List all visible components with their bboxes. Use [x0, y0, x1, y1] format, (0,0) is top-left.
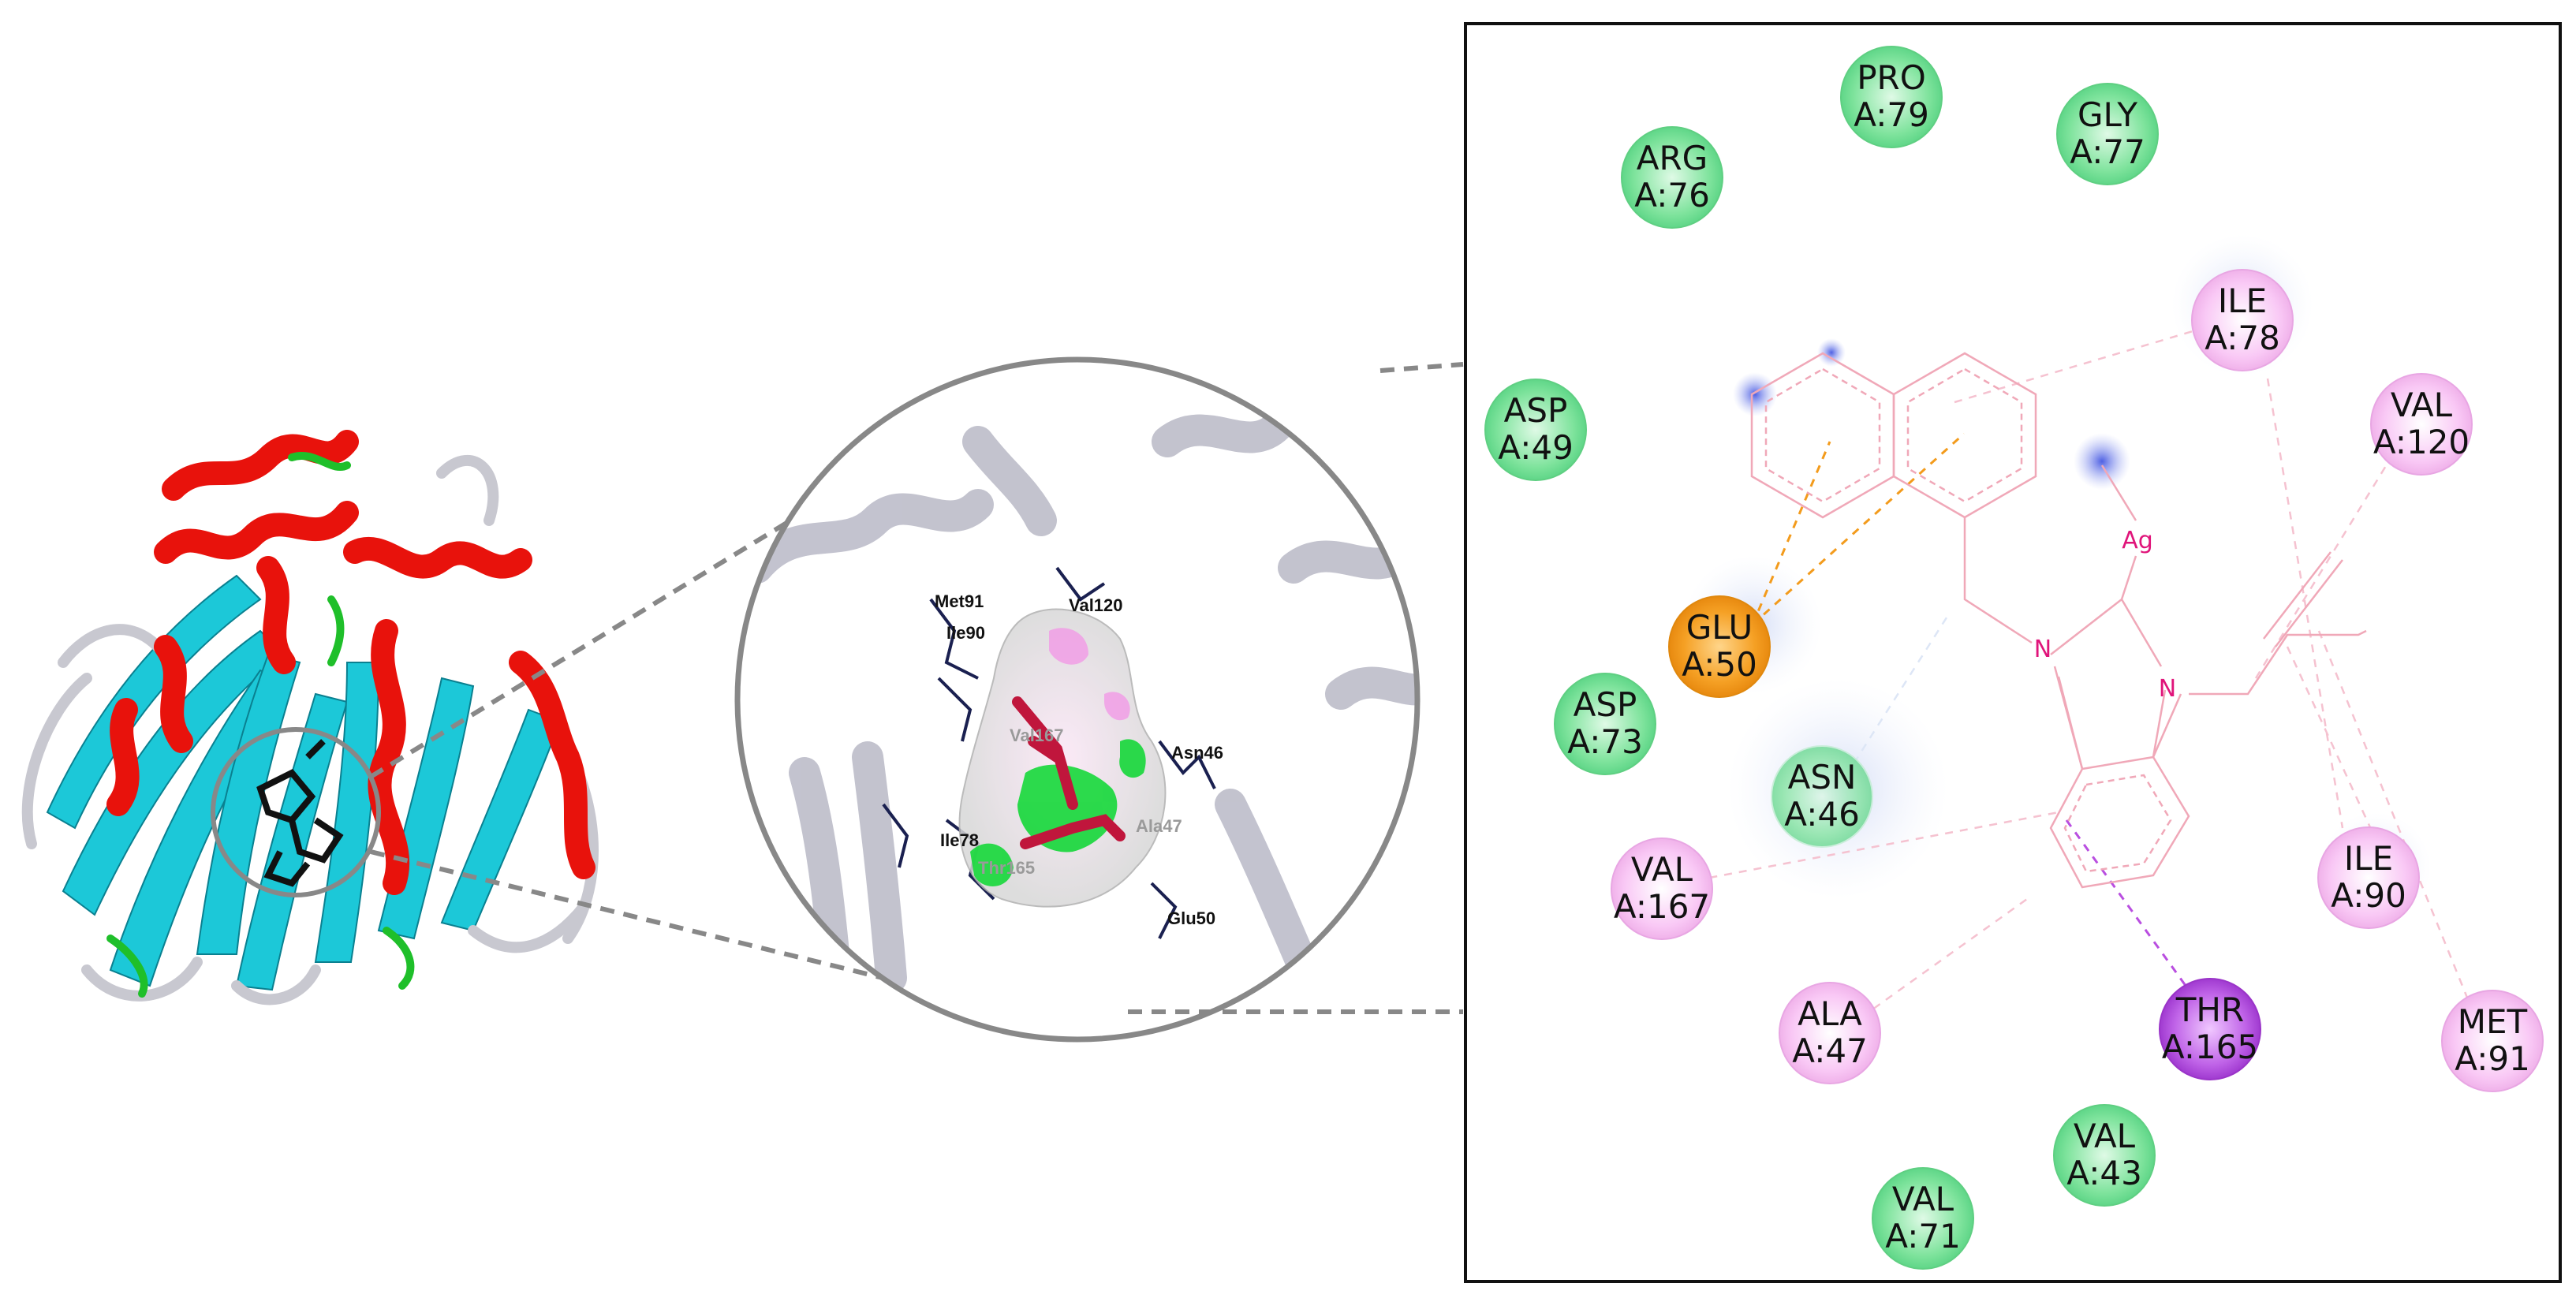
- svg-text:ASP: ASP: [1504, 391, 1568, 430]
- turns: [106, 452, 415, 998]
- svg-text:A:50: A:50: [1682, 645, 1757, 684]
- svg-text:ARG: ARG: [1637, 139, 1708, 177]
- pocket-label-ile90: Ile90: [946, 623, 985, 643]
- pocket-zoom: Met91 Ile90 Val120 Val167 Asn46 Ile78 Th…: [734, 356, 1421, 1043]
- svg-text:A:90: A:90: [2331, 876, 2406, 915]
- pocket-label-met91: Met91: [935, 591, 984, 611]
- residue-val43: VAL A:43: [2053, 1104, 2156, 1207]
- svg-text:THR: THR: [2175, 990, 2244, 1029]
- svg-text:A:43: A:43: [2066, 1154, 2142, 1192]
- svg-text:VAL: VAL: [1631, 850, 1693, 889]
- residue-val71: VAL A:71: [1872, 1167, 1974, 1270]
- svg-text:A:73: A:73: [1567, 722, 1643, 761]
- svg-text:A:91: A:91: [2455, 1039, 2530, 1078]
- residue-asp49: ASP A:49: [1484, 379, 1587, 481]
- svg-text:A:49: A:49: [1498, 428, 1574, 467]
- svg-text:A:46: A:46: [1784, 795, 1860, 834]
- residue-ile78: ILE A:78: [2191, 269, 2294, 371]
- pocket-label-val120: Val120: [1069, 595, 1123, 615]
- svg-text:A:47: A:47: [1792, 1032, 1868, 1070]
- svg-text:ASP: ASP: [1574, 685, 1637, 724]
- svg-text:A:71: A:71: [1885, 1217, 1961, 1255]
- binding-site-circle: [211, 727, 381, 897]
- residue-thr165: THR A:165: [2159, 978, 2261, 1080]
- residue-glu50: GLU A:50: [1668, 595, 1771, 698]
- svg-text:VAL: VAL: [1892, 1180, 1954, 1218]
- atom-label-nitrogen-1: N: [2034, 636, 2051, 663]
- residue-val120: VAL A:120: [2370, 373, 2473, 476]
- ligand-in-pocket: [256, 739, 344, 887]
- residue-pro79: PRO A:79: [1840, 46, 1943, 148]
- svg-text:ILE: ILE: [2344, 839, 2393, 878]
- alpha-helices: [106, 430, 595, 895]
- pocket-label-val167: Val167: [1010, 726, 1064, 745]
- protein-ribbon-structure: [21, 430, 599, 1005]
- residue-arg76: ARG A:76: [1621, 126, 1723, 229]
- svg-text:ILE: ILE: [2218, 282, 2267, 320]
- residue-gly77: GLY A:77: [2056, 83, 2159, 185]
- pocket-label-ile78: Ile78: [940, 830, 979, 850]
- svg-text:A:165: A:165: [2162, 1028, 2258, 1066]
- zoom-connectors-right: [1128, 362, 1464, 1014]
- svg-text:A:79: A:79: [1854, 95, 1929, 134]
- residue-asp73: ASP A:73: [1554, 673, 1656, 775]
- residue-ala47: ALA A:47: [1779, 982, 1881, 1084]
- coil-loops: [21, 454, 599, 1005]
- svg-text:PRO: PRO: [1857, 58, 1926, 97]
- pocket-label-glu50: Glu50: [1167, 908, 1215, 928]
- svg-text:ALA: ALA: [1798, 994, 1862, 1033]
- pocket-label-ala47: Ala47: [1136, 816, 1182, 836]
- atom-label-nitrogen-2: N: [2159, 675, 2176, 703]
- svg-text:A:120: A:120: [2373, 423, 2470, 461]
- residue-met91: MET A:91: [2441, 990, 2544, 1092]
- residue-nodes: PRO A:79 GLY A:77 ARG A:76 ILE A:78 ASP: [1484, 46, 2544, 1270]
- svg-text:VAL: VAL: [2074, 1117, 2136, 1155]
- svg-text:A:167: A:167: [1614, 887, 1710, 926]
- svg-text:GLU: GLU: [1686, 608, 1753, 647]
- residue-val167: VAL A:167: [1611, 838, 1713, 940]
- svg-text:MET: MET: [2458, 1002, 2528, 1041]
- interaction-lines: [1679, 330, 2470, 1019]
- residue-ile90: ILE A:90: [2317, 826, 2420, 929]
- pocket-label-asn46: Asn46: [1171, 743, 1223, 763]
- atom-label-silver: Ag: [2122, 527, 2153, 554]
- interaction-diagram-panel: Ag N N PRO A:79 GLY A:77 ARG A:76 ILE: [1464, 22, 2562, 1283]
- svg-text:VAL: VAL: [2391, 386, 2453, 424]
- ligand-2d-structure: [1750, 352, 2367, 889]
- svg-text:ASN: ASN: [1788, 758, 1857, 796]
- residue-asn46: ASN A:46: [1771, 745, 1873, 848]
- svg-text:GLY: GLY: [2078, 95, 2137, 134]
- pocket-label-thr165: Thr165: [978, 858, 1035, 878]
- svg-text:A:77: A:77: [2070, 132, 2145, 171]
- svg-text:A:78: A:78: [2205, 319, 2280, 357]
- svg-text:A:76: A:76: [1634, 176, 1710, 215]
